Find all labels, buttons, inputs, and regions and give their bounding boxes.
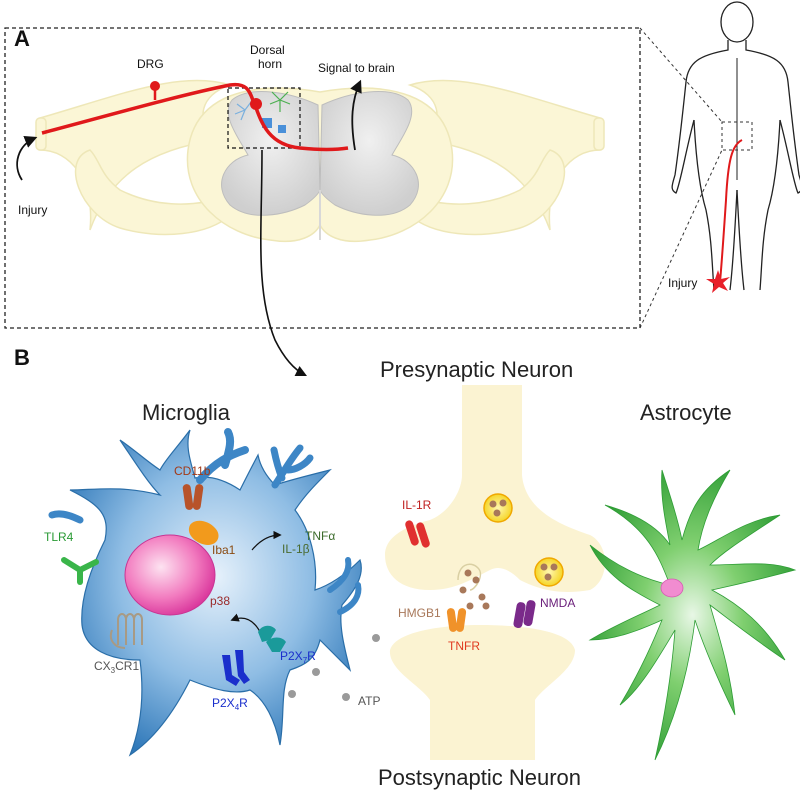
nmda-receptor — [513, 600, 536, 629]
panel-a: A — [4, 26, 723, 377]
zoom-arrow — [260, 149, 308, 377]
microglia-cell — [48, 428, 362, 757]
hmgb1-label: HMGB1 — [398, 606, 441, 620]
drg-label: DRG — [137, 57, 164, 71]
il1b-label: IL-1β — [282, 542, 310, 556]
tlr4-receptor — [61, 557, 99, 585]
cd11b-receptor — [182, 484, 204, 510]
iba1-label: Iba1 — [212, 543, 236, 557]
cx3cr1-receptor — [109, 613, 143, 649]
panel-a-frame — [4, 27, 641, 329]
panel-b-letter: B — [14, 345, 30, 370]
dorsal-horn-glia-icons — [234, 91, 291, 133]
grey-matter — [221, 91, 419, 216]
il1r-receptor — [405, 520, 430, 548]
body-zoom-box — [721, 121, 753, 151]
drg-soma — [150, 81, 160, 91]
microglia-title: Microglia — [142, 400, 231, 425]
atp-label: ATP — [358, 694, 380, 708]
released-vesicle — [457, 563, 490, 610]
astrocyte-cell — [588, 469, 797, 761]
p2x7r-receptor — [258, 625, 286, 652]
tnfr-label: TNFR — [448, 639, 480, 653]
tnfr-receptor — [446, 608, 467, 632]
body-nerve — [719, 139, 743, 283]
signal-to-brain-label: Signal to brain — [318, 61, 395, 75]
dorsal-horn-label-2: horn — [258, 57, 282, 71]
signal-to-brain-arrow — [350, 79, 362, 151]
p2x4r-receptor — [222, 650, 250, 686]
panel-b: B Microglia Presynaptic Neuron Postsynap… — [14, 345, 732, 790]
injury-arrow — [16, 136, 38, 181]
tnfa-label: TNFα — [305, 529, 335, 543]
atp-molecules — [288, 634, 380, 701]
iba1-protein — [188, 520, 219, 545]
cd11b-label: CD11b — [174, 464, 211, 478]
cx3cr1-label: CX3CR1 — [94, 659, 139, 675]
panel-a-letter: A — [14, 26, 30, 51]
astrocyte-title: Astrocyte — [640, 400, 732, 425]
injury-star-icon — [706, 270, 730, 293]
cytokine-release-arrow — [251, 530, 282, 551]
zoom-line-top — [639, 27, 723, 123]
presynaptic-title: Presynaptic Neuron — [380, 357, 573, 382]
zoom-line-bottom — [639, 149, 723, 329]
microglia-nucleus — [124, 534, 216, 616]
injury-label: Injury — [18, 203, 47, 217]
synaptic-vesicle-2 — [534, 557, 564, 587]
body-injury-label: Injury — [668, 276, 697, 290]
human-body-figure — [671, 1, 800, 291]
p2x7r-label: P2X7R — [280, 649, 316, 665]
tlr4-label: TLR4 — [44, 530, 74, 544]
p2x4r-label: P2X4R — [212, 696, 248, 712]
dorsal-horn-synapse — [250, 98, 262, 110]
dorsal-horn-label: Dorsal — [250, 43, 285, 57]
postsynaptic-title: Postsynaptic Neuron — [378, 765, 581, 790]
p38-label: p38 — [210, 594, 230, 608]
postsynaptic-neuron — [389, 625, 575, 760]
nmda-label: NMDA — [540, 596, 575, 610]
il1r-label: IL-1R — [402, 498, 432, 512]
astrocyte-nucleus — [660, 578, 684, 598]
synaptic-vesicle — [483, 493, 513, 523]
presynaptic-neuron — [385, 385, 605, 592]
dorsal-horn-box — [227, 87, 301, 149]
